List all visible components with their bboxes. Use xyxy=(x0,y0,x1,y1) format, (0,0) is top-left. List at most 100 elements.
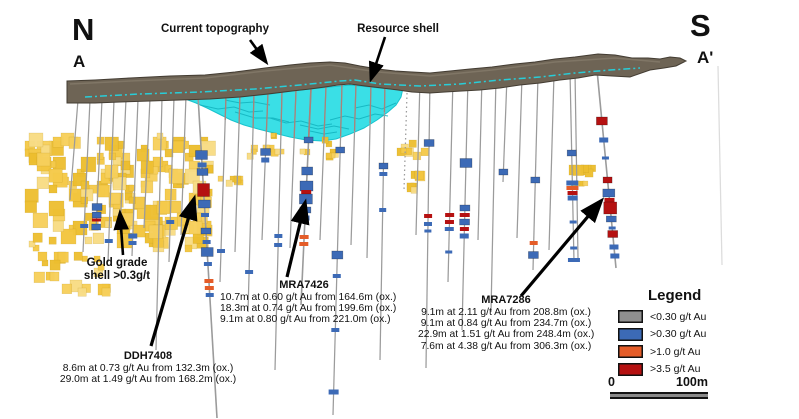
interval-marker-blue xyxy=(195,150,208,160)
legend-swatch-orange xyxy=(618,345,643,359)
legend-title: Legend xyxy=(648,287,702,304)
interval-marker-blue xyxy=(459,204,471,212)
interval-marker-red xyxy=(596,116,608,126)
drill-hole xyxy=(274,90,283,371)
interval-marker-blue xyxy=(459,218,470,226)
drill-hole xyxy=(143,97,151,229)
gold-block xyxy=(412,151,422,161)
gold-block xyxy=(36,176,49,189)
resource-shell-label: Resource shell xyxy=(357,23,439,35)
drill-hole xyxy=(197,95,218,419)
gold-block xyxy=(24,188,39,203)
interval-marker-blue xyxy=(261,157,270,163)
gold-block xyxy=(37,251,48,262)
interval-marker-red xyxy=(197,183,210,197)
interval-marker-orange xyxy=(204,279,214,283)
gold-block xyxy=(60,228,77,245)
intercept-line: 8.6m at 0.73 g/t Au from 132.3m (ox.) xyxy=(62,363,234,374)
interval-marker-blue xyxy=(424,229,432,233)
drill-hole-trace xyxy=(155,97,163,351)
gold-block xyxy=(112,176,127,191)
drill-hole-trace xyxy=(548,73,555,251)
interval-marker-blue xyxy=(80,224,89,228)
interval-marker-blue xyxy=(91,211,102,219)
interval-marker-blue xyxy=(91,223,101,231)
callout-mra7286: MRA7286 9.1m at 2.11 g/t Au from 208.8m … xyxy=(418,294,594,352)
interval-marker-blue xyxy=(104,239,113,243)
drill-hole-trace-in-shell xyxy=(224,94,227,121)
interval-marker-blue xyxy=(530,176,541,184)
gold-block xyxy=(77,287,87,297)
interval-marker-blue xyxy=(331,250,344,260)
arrow-mra7286 xyxy=(519,197,605,298)
drill-hole-trace xyxy=(274,90,283,371)
interval-marker-blue xyxy=(331,328,340,332)
intercept-line: 9.1m at 0.80 g/t Au from 221.0m (ox.) xyxy=(220,314,391,326)
callout-ddh7408: DDH7408 8.6m at 0.73 g/t Au from 132.3m … xyxy=(58,350,238,385)
legend-swatch-blue xyxy=(618,327,643,341)
interval-marker-blue xyxy=(570,246,578,250)
section-end-label: A' xyxy=(697,48,714,67)
drill-hole-trace xyxy=(596,69,617,269)
drill-hole-trace-in-shell xyxy=(238,93,241,125)
drill-hole-trace-in-shell xyxy=(252,92,255,129)
drill-hole-trace xyxy=(219,94,227,283)
south-label: S xyxy=(690,8,711,43)
gold-block xyxy=(73,251,83,261)
gold-block xyxy=(140,180,154,194)
gold-block xyxy=(582,180,589,187)
drill-hole xyxy=(131,98,139,257)
interval-marker-blue xyxy=(423,222,432,226)
gold-block xyxy=(192,232,204,244)
drill-hole-trace xyxy=(168,96,175,263)
intercept-line: 7.6m at 4.38 g/t Au from 306.3m (ox.) xyxy=(420,340,592,352)
gold-block xyxy=(184,244,193,253)
drill-hole xyxy=(332,83,343,416)
interval-marker-blue xyxy=(196,168,209,176)
drill-hole-trace xyxy=(717,65,723,266)
interval-marker-blue xyxy=(128,233,138,239)
drill-hole xyxy=(516,75,523,239)
interval-marker-blue xyxy=(379,172,388,176)
arrow-resource-shell xyxy=(368,36,387,83)
interval-marker-red xyxy=(567,191,578,195)
drill-hole xyxy=(319,85,327,241)
gold-block xyxy=(97,263,105,271)
interval-marker-blue xyxy=(335,146,346,154)
interval-marker-blue xyxy=(601,156,609,160)
drill-hole-trace xyxy=(379,80,386,361)
intercept-line: 29.0m at 1.49 g/t Au from 168.2m (ox.) xyxy=(59,374,237,386)
intercept-line: 9.1m at 0.84 g/t Au from 234.7m (ox.) xyxy=(420,318,592,330)
gold-block xyxy=(49,259,61,271)
interval-marker-red xyxy=(607,230,619,238)
scale-start-label: 0 xyxy=(608,375,615,389)
interval-marker-blue xyxy=(459,158,473,168)
drill-hole xyxy=(717,65,723,266)
interval-marker-blue xyxy=(332,274,341,278)
gold-block xyxy=(36,152,51,167)
interval-marker-blue xyxy=(303,136,314,144)
interval-marker-blue xyxy=(378,162,389,170)
gold-block xyxy=(96,152,104,160)
interval-marker-blue xyxy=(459,233,469,239)
gold-block xyxy=(299,148,306,155)
callout-title: MRA7426 xyxy=(279,279,329,291)
gold-block xyxy=(52,220,64,232)
interval-marker-blue xyxy=(610,253,620,259)
interval-marker-blue xyxy=(260,148,271,156)
callout-title: MRA7286 xyxy=(481,294,531,306)
gold-block xyxy=(321,136,329,144)
interval-marker-blue xyxy=(274,234,283,238)
gold-block xyxy=(124,192,133,201)
gold-block xyxy=(33,271,45,283)
gold-block xyxy=(84,212,93,221)
oxide-dashdot-line xyxy=(84,67,641,98)
interval-marker-red xyxy=(602,176,613,184)
gold-block xyxy=(93,255,101,263)
interval-marker-red xyxy=(604,198,615,202)
gold-grade-shell-label: Gold grade shell >0.3g/t xyxy=(58,257,176,283)
legend-label: >0.30 g/t Au xyxy=(650,328,707,341)
gold-block xyxy=(400,147,407,154)
gold-grade-shell-label-line2: shell >0.3g/t xyxy=(83,270,151,282)
gold-block xyxy=(28,240,36,248)
